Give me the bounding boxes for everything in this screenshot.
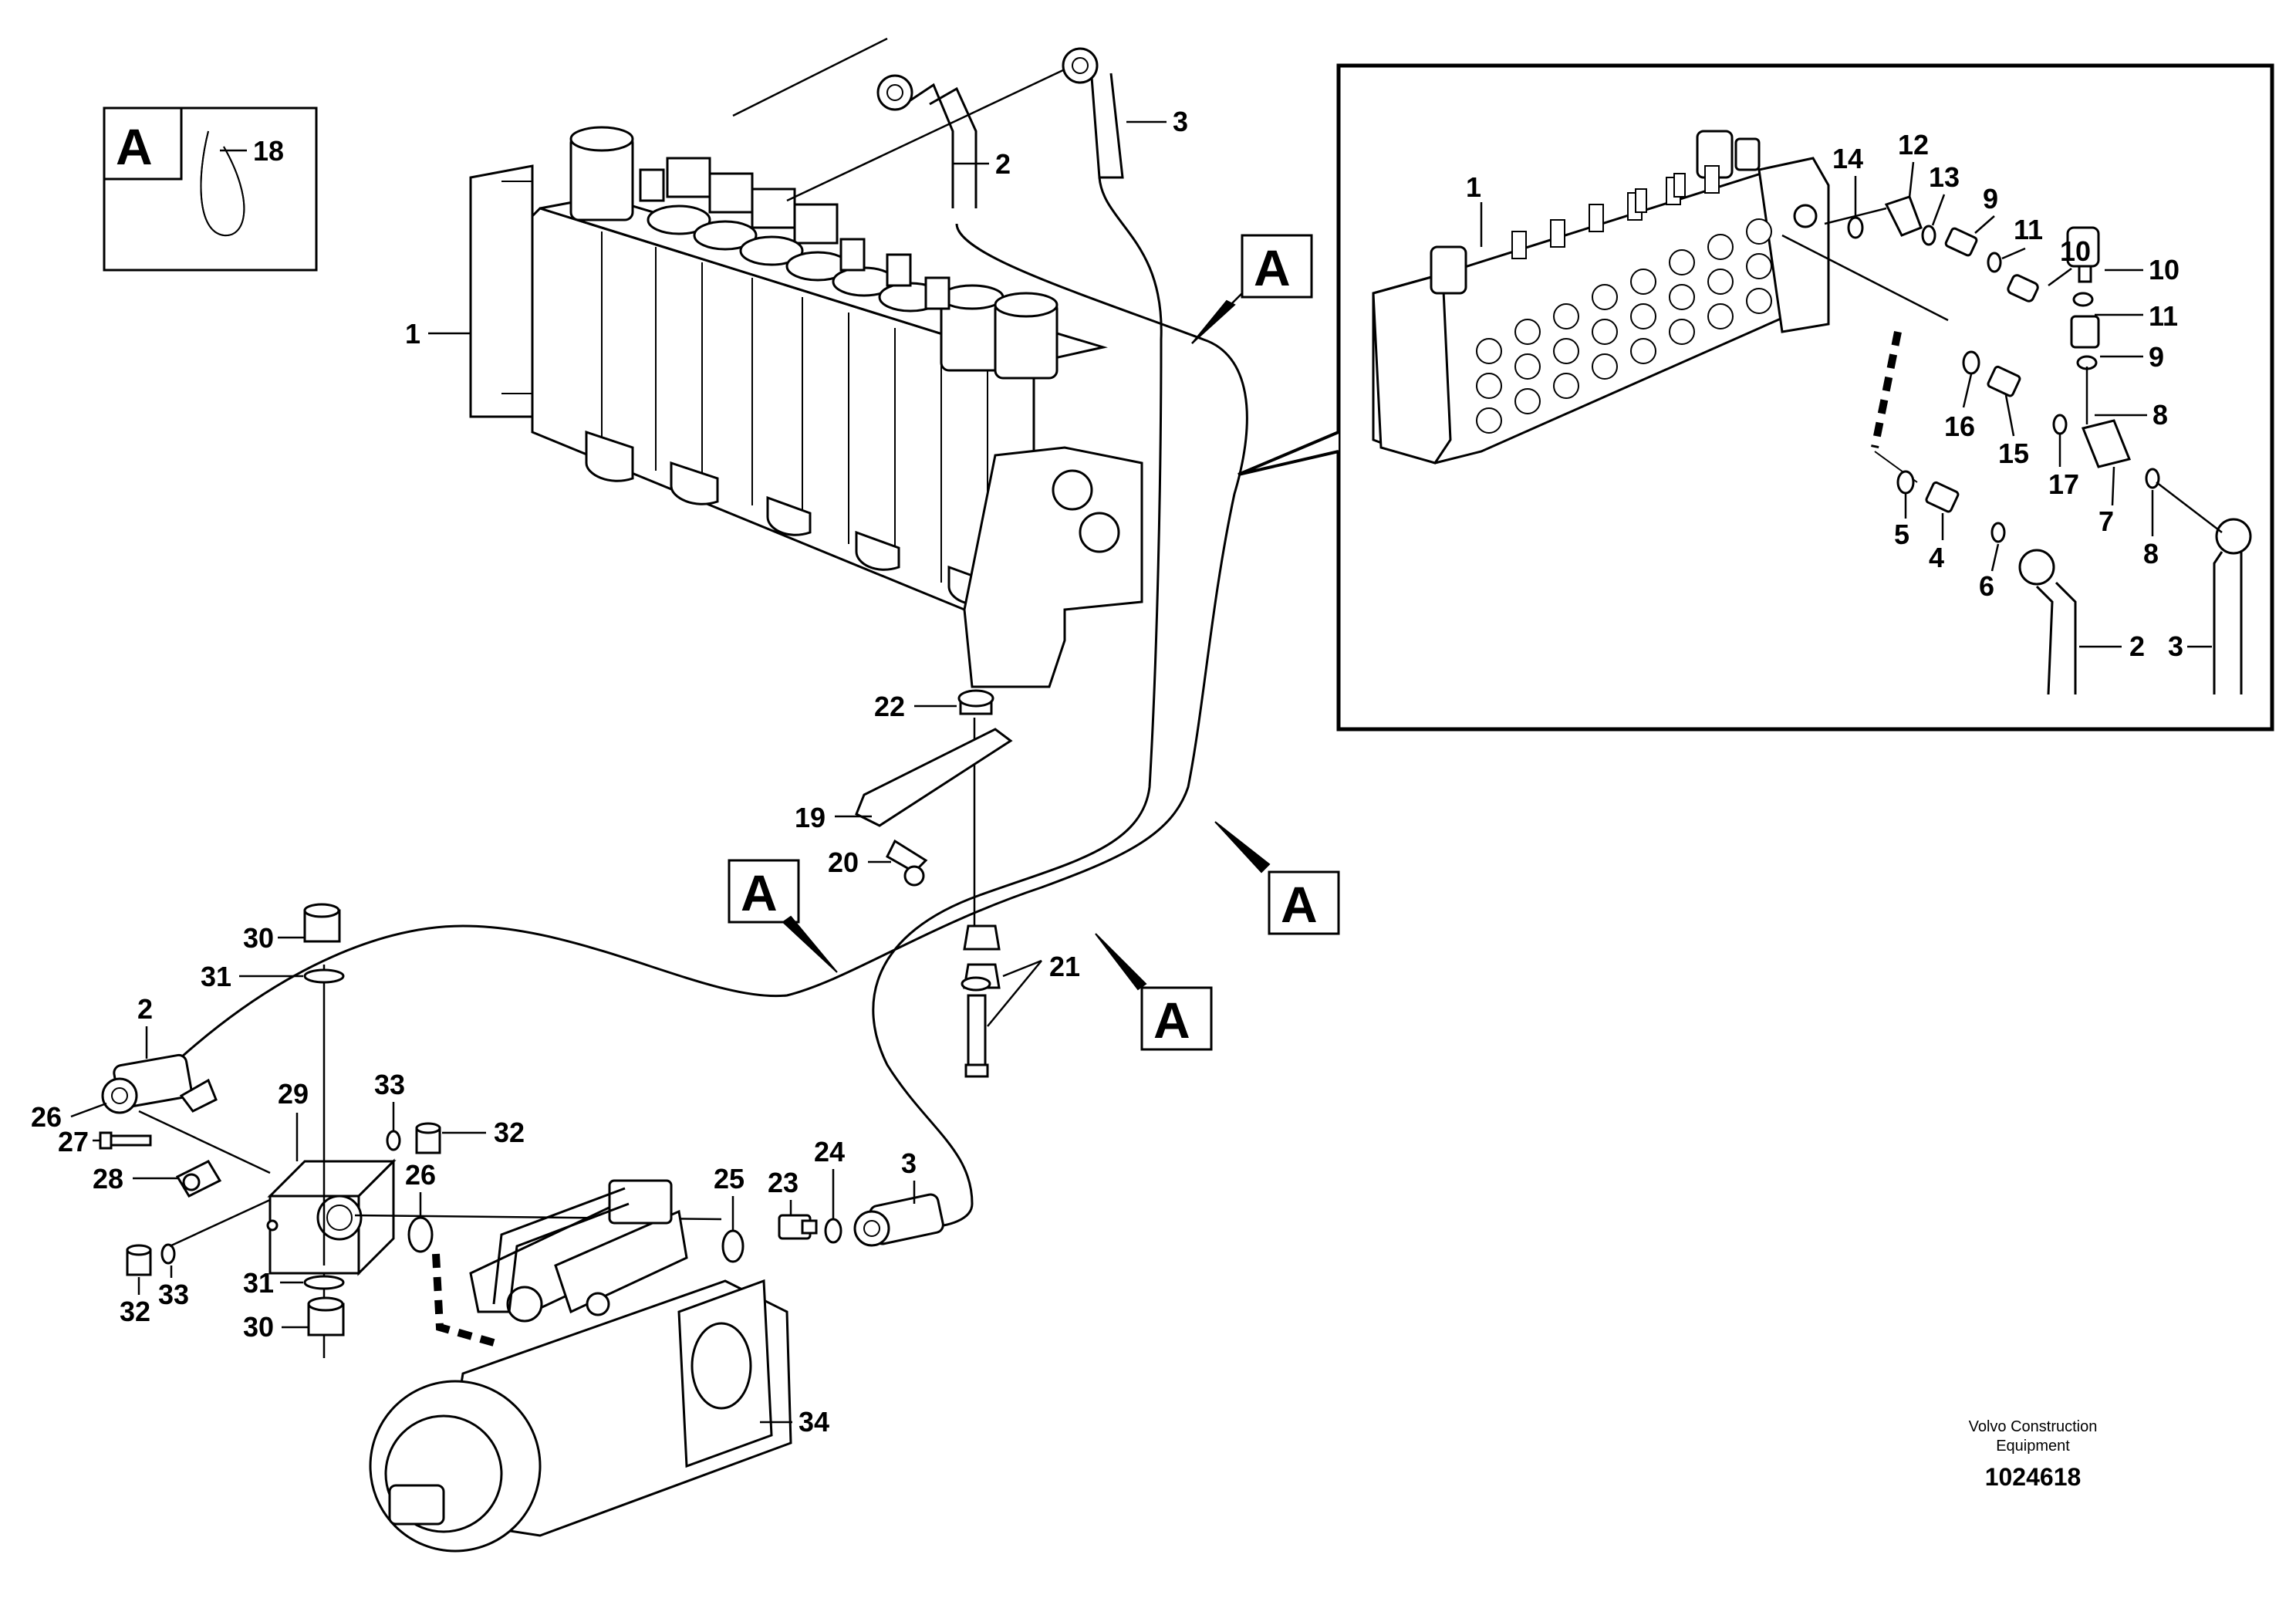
inset-callout-17: 17	[2048, 468, 2079, 500]
callout-26-right: 26	[405, 1159, 436, 1191]
document-number: 1024618	[1985, 1463, 2082, 1491]
callout-3-top: 3	[1173, 106, 1188, 137]
detail-a-key: A 18	[103, 106, 318, 272]
callout-2-bottom: 2	[137, 993, 153, 1025]
inset-callout-13: 13	[1929, 161, 1960, 193]
plug-32-right	[415, 1122, 441, 1154]
o-ring-26-right	[407, 1216, 434, 1253]
brand-line-2: Equipment	[1996, 1438, 2070, 1455]
inset-callout-8-bottom: 8	[2143, 538, 2159, 569]
callout-3-bottom: 3	[901, 1147, 917, 1179]
callout-25: 25	[714, 1163, 745, 1195]
detail-a-key-marker: A	[116, 118, 153, 175]
o-ring-31-top	[303, 968, 345, 984]
callout-32-left: 32	[120, 1296, 150, 1327]
svg-text:A: A	[1281, 876, 1318, 933]
inset-callout-3: 3	[2168, 630, 2183, 662]
inset-callout-9-top: 9	[1983, 183, 1998, 215]
bracket-assembly	[855, 689, 1013, 1078]
callout-20: 20	[828, 846, 859, 878]
dashed-connection-inset	[1871, 331, 1902, 448]
callout-2-top: 2	[995, 148, 1011, 180]
inset-callout-10-left: 10	[2060, 235, 2091, 267]
inset-callout-14: 14	[1832, 143, 1863, 174]
callout-30-top: 30	[243, 922, 274, 954]
inset-callout-2: 2	[2129, 630, 2145, 662]
inset-callout-9-right: 9	[2149, 341, 2164, 373]
cable-tie-icon	[200, 130, 247, 237]
o-ring-33-right	[386, 1130, 401, 1151]
inset-callout-1: 1	[1466, 171, 1481, 203]
callout-32-right: 32	[494, 1117, 525, 1148]
callout-33-right: 33	[374, 1069, 405, 1100]
detail-a-marker-4: A	[1095, 933, 1213, 1051]
plug-32-left	[126, 1244, 152, 1276]
inset-callout-11-right: 11	[2149, 300, 2178, 332]
brand-line-1: Volvo Construction	[1969, 1418, 2098, 1435]
manifold-block	[266, 965, 397, 1358]
hose-3	[786, 47, 1163, 1228]
o-ring-33-left	[160, 1243, 176, 1265]
control-valve-block	[469, 126, 1143, 688]
inset-callout-5: 5	[1894, 519, 1909, 550]
callout-23: 23	[768, 1167, 799, 1198]
callout-31-bottom: 31	[243, 1267, 274, 1299]
split-flange-28	[175, 1160, 222, 1198]
callout-24: 24	[814, 1136, 845, 1168]
inset-callout-15: 15	[1998, 438, 2029, 469]
callout-34: 34	[799, 1406, 829, 1438]
callout-1: 1	[405, 318, 420, 350]
o-ring-24	[824, 1218, 842, 1244]
callout-26-left: 26	[31, 1101, 62, 1133]
detail-a-marker-3: A	[728, 859, 838, 973]
inset-callout-10-right: 10	[2149, 254, 2180, 286]
adapter-23	[778, 1214, 818, 1240]
inset-callout-7: 7	[2098, 505, 2114, 537]
callout-33-left: 33	[158, 1279, 189, 1310]
callout-31-top: 31	[201, 961, 231, 992]
inset-detail-view	[1237, 63, 2274, 732]
callout-27: 27	[58, 1126, 89, 1157]
inset-callout-8-top: 8	[2152, 399, 2168, 431]
inset-callout-6: 6	[1979, 570, 1994, 602]
inset-callout-16: 16	[1944, 411, 1975, 442]
svg-text:A: A	[1254, 239, 1291, 296]
detail-a-marker-2: A	[1214, 821, 1340, 935]
callout-18: 18	[253, 135, 284, 167]
hose-2-end	[101, 1053, 271, 1174]
svg-text:A: A	[1153, 992, 1190, 1049]
callout-19: 19	[795, 802, 826, 833]
bolt-27	[99, 1131, 152, 1150]
inset-callout-11-top: 11	[2014, 214, 2043, 245]
hose-3-end	[853, 1193, 944, 1247]
inset-callout-4: 4	[1929, 542, 1944, 573]
detail-a-marker-1: A	[1191, 234, 1313, 344]
callout-28: 28	[93, 1163, 123, 1195]
hydraulic-pump	[369, 1179, 792, 1553]
callout-21: 21	[1049, 951, 1080, 982]
callout-22: 22	[874, 691, 905, 722]
o-ring-25	[721, 1229, 745, 1263]
dashed-connection-main	[432, 1253, 495, 1347]
o-ring-31-bottom	[303, 1275, 345, 1290]
hose-2	[181, 37, 1248, 1059]
plug-30-top	[303, 903, 341, 943]
callout-30-bottom: 30	[243, 1311, 274, 1343]
inset-callout-12: 12	[1898, 129, 1929, 161]
svg-text:A: A	[741, 864, 778, 921]
plug-30-bottom	[307, 1296, 345, 1336]
callout-29: 29	[278, 1078, 309, 1110]
